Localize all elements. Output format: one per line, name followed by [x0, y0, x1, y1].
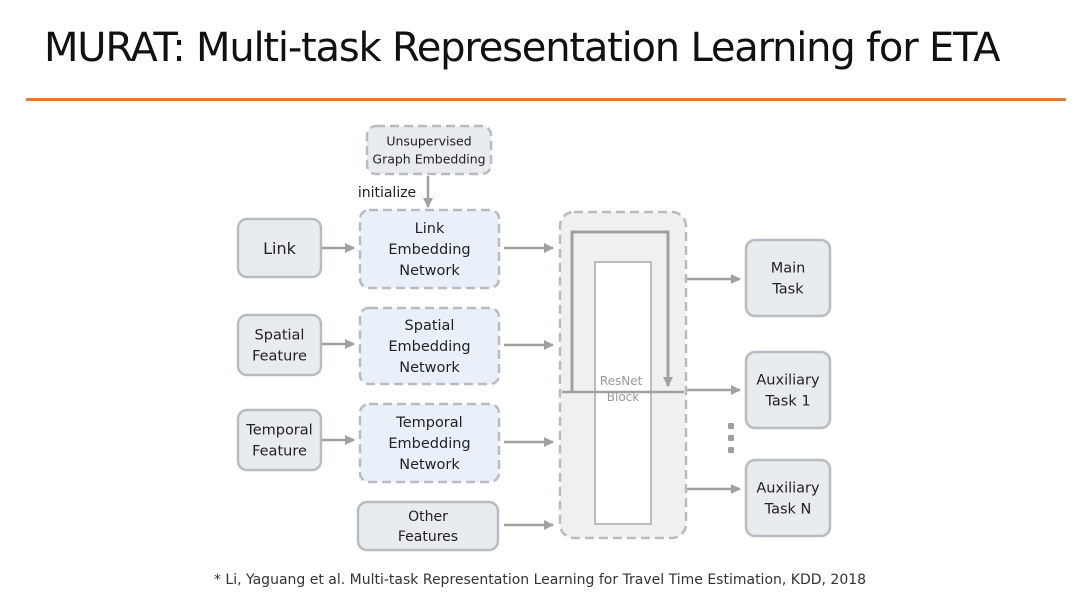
node-link: Link — [236, 217, 323, 279]
node-label: Link — [263, 239, 297, 258]
edges — [322, 176, 741, 530]
resnet-block-label: ResNet Block — [600, 374, 646, 404]
citation: * Li, Yaguang et al. Multi-task Represen… — [213, 572, 867, 588]
resnet-block: ResNet Block — [558, 210, 688, 540]
slide-title: MURAT: Multi-task Representation Learnin… — [44, 25, 1001, 71]
title-underline — [26, 98, 1066, 101]
initialize-label: initialize — [358, 185, 416, 201]
ellipsis-icon — [728, 423, 734, 453]
resnet-skip-connection — [570, 230, 673, 392]
